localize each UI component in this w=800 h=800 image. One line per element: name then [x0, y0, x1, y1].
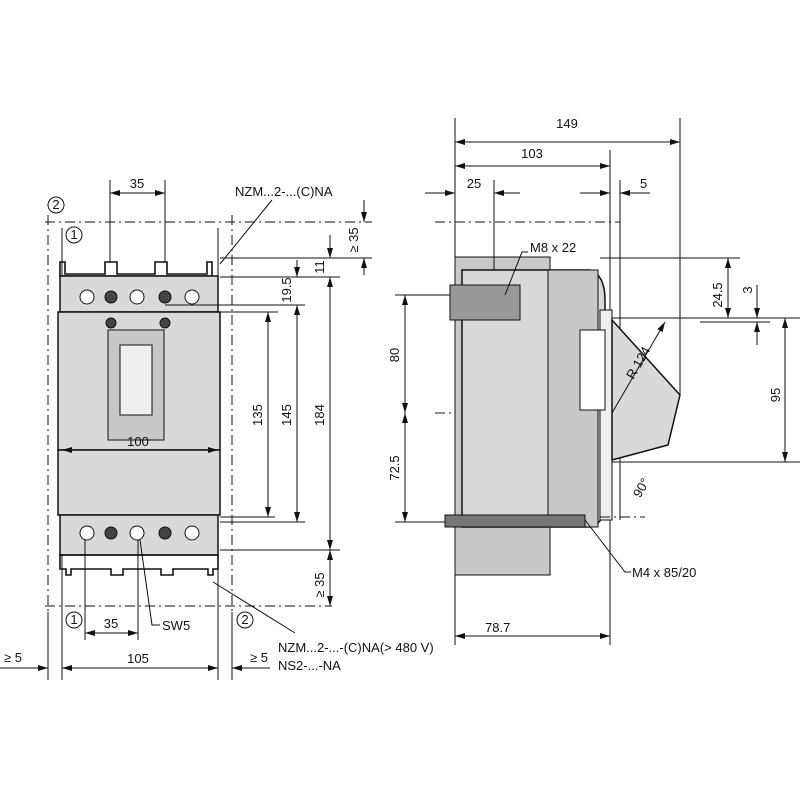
- front-view: 35 NZM...2-...(C)NA ≥ 35 11 184 19.5 145…: [0, 176, 434, 680]
- dim-5: 5: [640, 176, 647, 191]
- label-top-variant: NZM...2-...(C)NA: [235, 184, 333, 199]
- dim-149: 149: [556, 116, 578, 131]
- dim-side-left: ≥ 5: [4, 650, 22, 665]
- label-m4: M4 x 85/20: [632, 565, 696, 580]
- dim-72-5: 72.5: [387, 455, 402, 480]
- side-view: 149 103 25 5 M8 x 22 24.5 3 95 80 72.5 R…: [387, 116, 800, 645]
- dim-11: 11: [312, 260, 327, 274]
- label-sw5: SW5: [162, 618, 190, 633]
- label-angle: 90°: [630, 475, 653, 500]
- marker-2-top: 2: [52, 197, 59, 212]
- dim-145: 145: [279, 404, 294, 426]
- dim-3: 3: [740, 286, 755, 293]
- dim-135: 135: [250, 404, 265, 426]
- dim-side-right: ≥ 5: [250, 650, 268, 665]
- dim-width: 105: [127, 651, 149, 666]
- dim-25: 25: [467, 176, 481, 191]
- dim-95: 95: [768, 388, 783, 402]
- label-bottom-variant-1: NZM...2-...-(C)NA(> 480 V): [278, 640, 434, 655]
- marker-1-top: 1: [70, 227, 77, 242]
- dim-80: 80: [387, 348, 402, 362]
- marker-1-bottom: 1: [70, 612, 77, 627]
- dim-78-7: 78.7: [485, 620, 510, 635]
- dim-24-5: 24.5: [710, 282, 725, 307]
- dim-100: 100: [127, 434, 149, 449]
- marker-2-bottom: 2: [241, 612, 248, 627]
- dim-clear-bottom: ≥ 35: [312, 572, 327, 597]
- label-bottom-variant-2: NS2-...-NA: [278, 658, 341, 673]
- dim-184: 184: [312, 404, 327, 426]
- dim-top-pitch: 35: [130, 176, 144, 191]
- dim-bottom-pitch: 35: [104, 616, 118, 631]
- dim-19-5: 19.5: [279, 277, 294, 302]
- dim-clear-top: ≥ 35: [346, 227, 361, 252]
- label-m8: M8 x 22: [530, 240, 576, 255]
- dim-103: 103: [521, 146, 543, 161]
